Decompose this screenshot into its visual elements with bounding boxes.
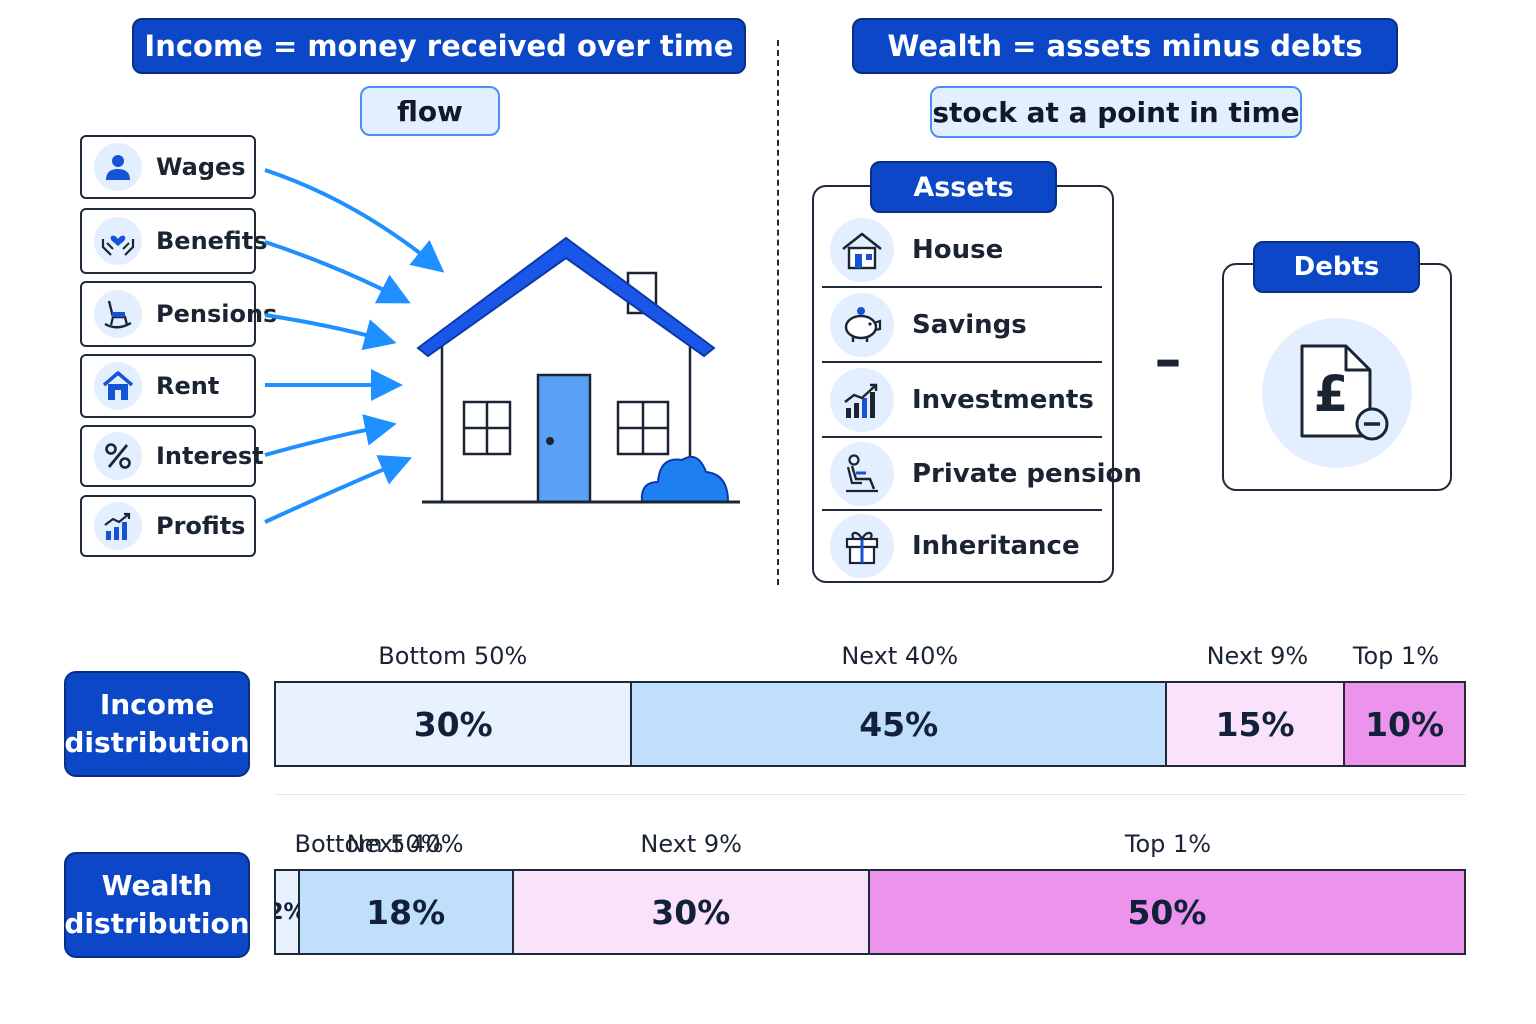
stock-tag-label: stock at a point in time bbox=[932, 95, 1300, 129]
population-group-label: Top 1% bbox=[1124, 830, 1212, 858]
population-group-label: Bottom 50% bbox=[294, 830, 444, 858]
arrow-interest bbox=[264, 414, 397, 457]
asset-divider bbox=[822, 509, 1102, 511]
assets-header: Assets bbox=[870, 161, 1057, 213]
asset-house: House bbox=[822, 218, 1102, 282]
income-source-pensions: Pensions bbox=[80, 281, 277, 347]
population-group-label: Next 40% bbox=[346, 830, 464, 858]
rocking-chair-icon bbox=[94, 290, 142, 338]
debt-document-icon bbox=[1300, 344, 1389, 441]
growth-chart-icon bbox=[94, 502, 142, 550]
reclining-person-icon bbox=[830, 442, 894, 506]
income-source-label: Benefits bbox=[156, 227, 268, 255]
person-icon bbox=[94, 143, 142, 191]
wealth-distribution-bar: 2%18%30%50% bbox=[274, 869, 1466, 955]
income-source-interest: Interest bbox=[80, 425, 264, 487]
growth-chart-icon bbox=[830, 368, 894, 432]
income-source-label: Interest bbox=[156, 442, 264, 470]
pound-glyph: £ bbox=[1313, 365, 1349, 423]
heart-hands-icon bbox=[94, 217, 142, 265]
asset-label: Inheritance bbox=[912, 531, 1080, 561]
asset-label: House bbox=[912, 235, 1004, 265]
assets-header-label: Assets bbox=[913, 171, 1014, 203]
income-source-label: Wages bbox=[156, 153, 246, 181]
arrow-benefits bbox=[264, 240, 411, 304]
population-group-label: Next 40% bbox=[841, 642, 959, 670]
distribution-segment: 30% bbox=[276, 683, 633, 765]
arrow-pensions bbox=[264, 313, 397, 351]
population-group-label: Next 9% bbox=[1206, 642, 1309, 670]
asset-label: Private pension bbox=[912, 459, 1142, 489]
minus-sign: – bbox=[1154, 328, 1182, 391]
asset-divider bbox=[822, 286, 1102, 288]
asset-savings: Savings bbox=[822, 293, 1102, 357]
wealth-distribution-label: Wealth distribution bbox=[64, 852, 250, 958]
population-group-label: Next 9% bbox=[640, 830, 742, 858]
asset-inheritance: Inheritance bbox=[822, 514, 1102, 578]
income-distribution-bar: 30%45%15%10% bbox=[274, 681, 1466, 767]
income-flow-arrows bbox=[264, 168, 445, 524]
income-source-label: Profits bbox=[156, 512, 246, 540]
debts-header-label: Debts bbox=[1293, 252, 1380, 282]
house-illustration bbox=[416, 236, 740, 504]
distribution-segment: 2% bbox=[276, 871, 306, 953]
income-title-banner: Income = money received over time bbox=[132, 18, 746, 74]
asset-divider bbox=[822, 361, 1102, 363]
asset-divider bbox=[822, 436, 1102, 438]
wealth-title: Wealth = assets minus debts bbox=[887, 29, 1363, 63]
arrow-profits bbox=[264, 455, 413, 524]
income-source-label: Pensions bbox=[156, 300, 278, 328]
piggy-bank-icon bbox=[830, 293, 894, 357]
distribution-segment: 50% bbox=[869, 871, 1464, 953]
percent-icon bbox=[94, 432, 142, 480]
flow-tag: flow bbox=[360, 86, 500, 136]
population-group-label: Bottom 50% bbox=[378, 642, 528, 670]
house-icon bbox=[94, 362, 142, 410]
income-source-wages: Wages bbox=[80, 135, 256, 199]
asset-investments: Investments bbox=[822, 368, 1102, 432]
distribution-segment: 30% bbox=[513, 871, 870, 953]
flow-tag-label: flow bbox=[397, 94, 463, 128]
distribution-segment: 18% bbox=[299, 871, 514, 953]
house-icon bbox=[830, 218, 894, 282]
wealth-title-banner: Wealth = assets minus debts bbox=[852, 18, 1398, 74]
distribution-segment: 15% bbox=[1166, 683, 1346, 765]
distribution-segment: 10% bbox=[1345, 683, 1464, 765]
income-source-rent: Rent bbox=[80, 354, 256, 418]
stock-tag: stock at a point in time bbox=[930, 86, 1302, 138]
gift-icon bbox=[830, 514, 894, 578]
income-source-label: Rent bbox=[156, 372, 220, 400]
income-source-benefits: Benefits bbox=[80, 208, 267, 274]
section-divider bbox=[777, 40, 779, 585]
distribution-segment: 45% bbox=[632, 683, 1167, 765]
asset-label: Investments bbox=[912, 385, 1094, 415]
income-distribution-label: Income distribution bbox=[64, 671, 250, 777]
asset-label: Savings bbox=[912, 310, 1027, 340]
debts-header: Debts bbox=[1253, 241, 1420, 293]
income-title: Income = money received over time bbox=[144, 29, 734, 63]
bar-separator bbox=[274, 794, 1466, 795]
income-source-profits: Profits bbox=[80, 495, 256, 557]
asset-private-pension: Private pension bbox=[822, 442, 1142, 506]
population-group-label: Top 1% bbox=[1352, 642, 1440, 670]
arrow-wages bbox=[264, 168, 445, 273]
